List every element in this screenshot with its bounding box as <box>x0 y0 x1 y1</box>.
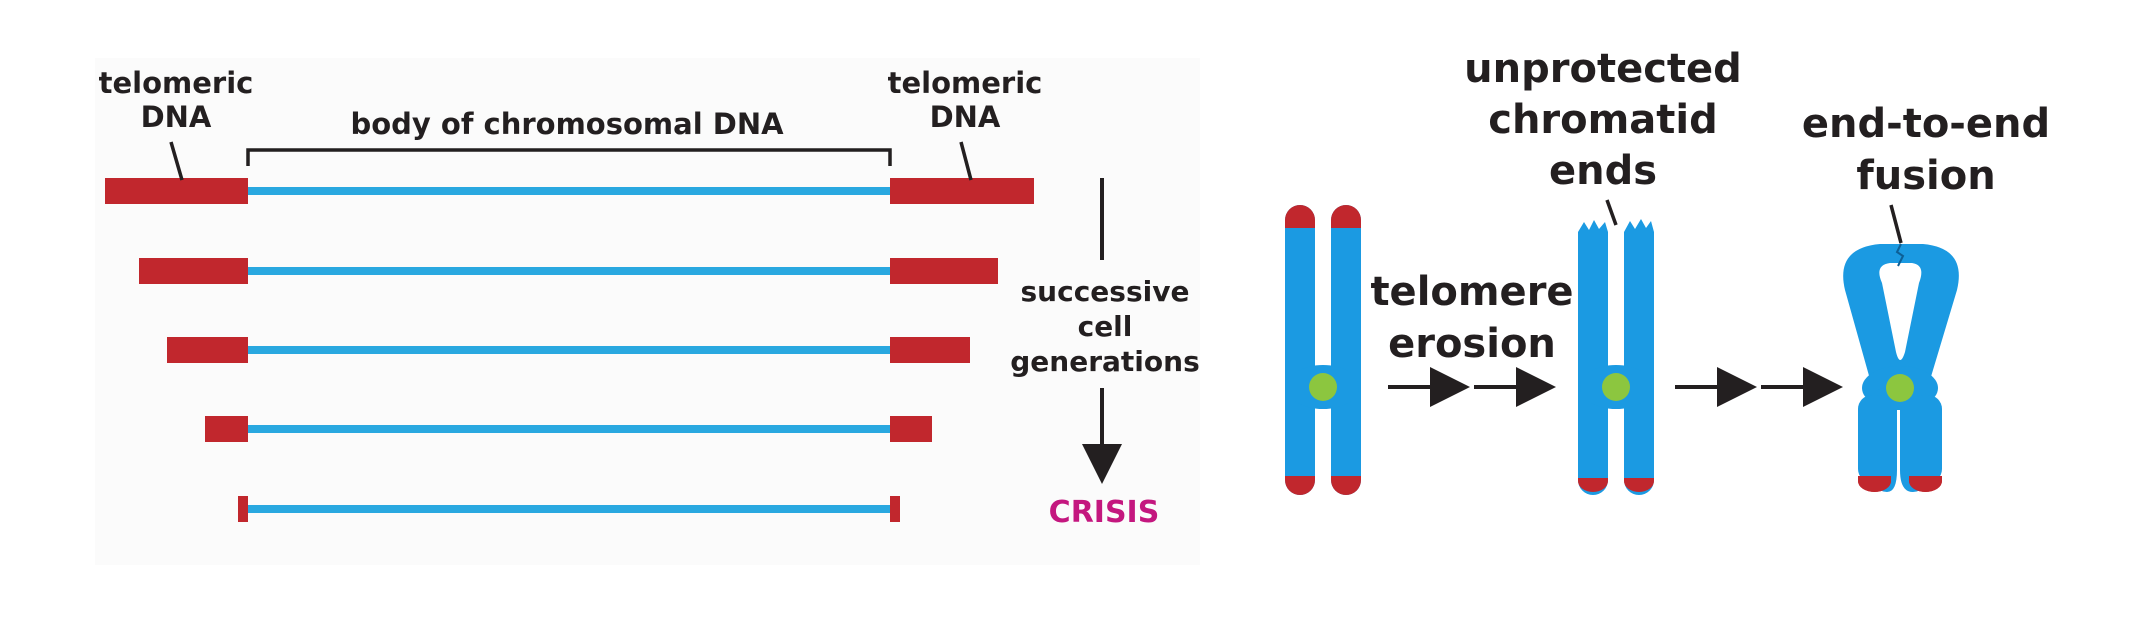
chromatid-1a <box>1285 205 1315 495</box>
dna-row-4 <box>205 416 932 442</box>
crisis-label: CRISIS <box>1049 495 1160 530</box>
telomere-cap-3b <box>1909 476 1942 493</box>
telomeric-right-label-line1: telomeric <box>888 66 1043 100</box>
successive-label-line3: generations <box>1010 345 1199 378</box>
lower-arm-left <box>1858 395 1891 483</box>
telomeric-left-label-line2: DNA <box>141 100 212 134</box>
telomere-cap-1b-bottom <box>1331 476 1361 495</box>
successive-label-line2: cell <box>1078 310 1133 343</box>
dna-row-5 <box>238 496 900 522</box>
chromatid-2a <box>1578 220 1608 495</box>
telomere-cap-1a-bottom <box>1285 476 1315 495</box>
dna-body-4 <box>248 425 890 433</box>
telomeric-right-label-line2: DNA <box>930 100 1001 134</box>
unprotected-leader <box>1605 199 1618 226</box>
fusion-leader <box>1889 204 1903 244</box>
chromosome-fused <box>1843 243 1959 493</box>
centromere-2 <box>1602 373 1630 401</box>
telomere-right-5 <box>890 496 900 522</box>
telomere-cap-2b-bottom <box>1624 478 1654 492</box>
chromosome-intact <box>1285 205 1361 495</box>
telomere-right-4 <box>890 416 932 442</box>
centromere-3 <box>1886 374 1914 402</box>
dna-body-5 <box>248 505 890 513</box>
fusion-junction-mark <box>1895 243 1905 267</box>
erosion-label-line1: telomere <box>1370 269 1573 315</box>
telomere-cap-1a-top <box>1285 205 1315 228</box>
dna-body-2 <box>248 267 890 275</box>
dna-body-1 <box>248 187 890 195</box>
dna-row-2 <box>139 258 998 284</box>
telomere-cap-2a-bottom <box>1578 478 1608 492</box>
telomere-left-1 <box>105 178 248 204</box>
erosion-label-line2: erosion <box>1388 321 1556 367</box>
fusion-label-line1: end-to-end <box>1802 101 2050 147</box>
chromatid-1b <box>1331 205 1361 495</box>
unprotected-label-line2: chromatid <box>1488 97 1718 143</box>
telomere-cap-1b-top <box>1331 205 1361 228</box>
telomere-left-5 <box>238 496 248 522</box>
left-panel-background <box>95 58 1200 565</box>
telomere-left-4 <box>205 416 248 442</box>
telomeric-left-leader <box>169 141 184 181</box>
centromere-1 <box>1309 373 1337 401</box>
chromatid-2b <box>1624 219 1654 495</box>
successive-label-line1: successive <box>1021 275 1190 308</box>
dna-row-1 <box>105 178 1034 204</box>
telomere-right-3 <box>890 337 970 363</box>
unprotected-label-line1: unprotected <box>1464 46 1742 92</box>
telomere-right-1 <box>890 178 1034 204</box>
dna-body-3 <box>248 346 890 354</box>
fusion-label-line2: fusion <box>1856 153 1995 199</box>
lower-arm-right <box>1909 395 1942 483</box>
telomere-right-2 <box>890 258 998 284</box>
dna-row-3 <box>167 337 970 363</box>
telomere-cap-3a <box>1858 476 1891 493</box>
body-label: body of chromosomal DNA <box>350 107 784 141</box>
telomeric-left-label-line1: telomeric <box>99 66 254 100</box>
chromosome-unprotected <box>1578 219 1654 495</box>
telomeric-right-leader <box>959 141 973 181</box>
unprotected-label-line3: ends <box>1549 148 1657 194</box>
body-bracket <box>246 148 892 166</box>
telomere-left-3 <box>167 337 248 363</box>
telomere-left-2 <box>139 258 248 284</box>
